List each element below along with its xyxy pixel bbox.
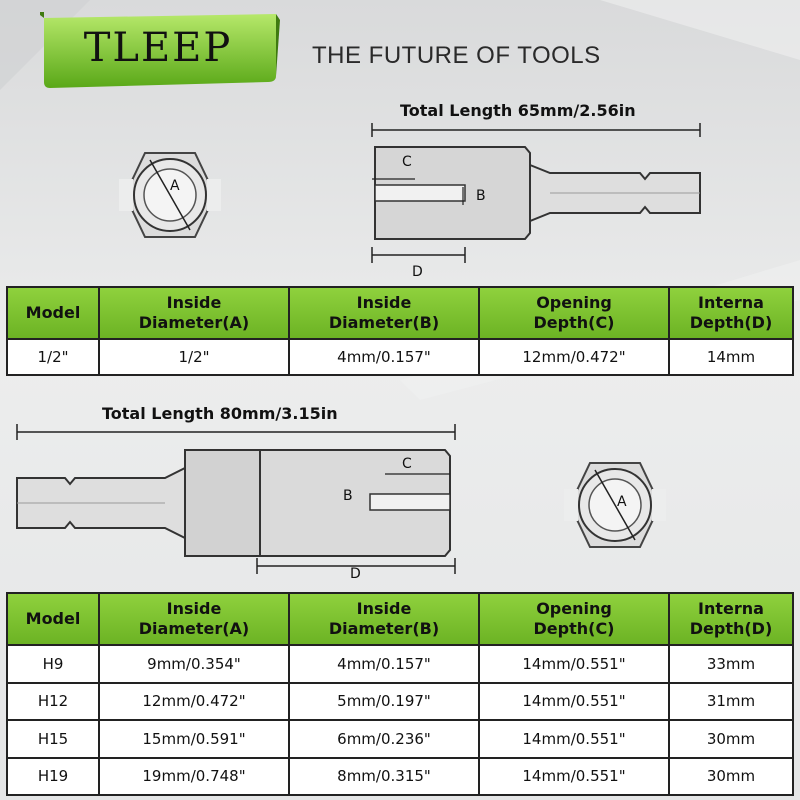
cell: 9mm/0.354" (98, 644, 290, 684)
cell: 1/2" (98, 338, 290, 376)
cell: H9 (6, 644, 100, 684)
cell: H12 (6, 681, 100, 721)
cell: 14mm/0.551" (478, 756, 670, 796)
table-row: H12 12mm/0.472" 5mm/0.197" 14mm/0.551" 3… (6, 681, 794, 721)
table-row: H15 15mm/0.591" 6mm/0.236" 14mm/0.551" 3… (6, 719, 794, 759)
label-a: A (170, 178, 180, 194)
bit-side-view-1 (371, 123, 701, 263)
cell: H19 (6, 756, 100, 796)
label-c: C (402, 154, 412, 170)
cell: 1/2" (6, 338, 100, 376)
tagline: THE FUTURE OF TOOLS (312, 42, 601, 69)
end-view-icon (119, 152, 221, 238)
brand-name: TLEEP (83, 25, 233, 71)
total-length-2: Total Length 80mm/3.15in (102, 404, 338, 423)
cell: 15mm/0.591" (98, 719, 290, 759)
cell: 12mm/0.472" (478, 338, 670, 376)
cell: 19mm/0.748" (98, 756, 290, 796)
end-view-icon-2 (564, 462, 666, 548)
cell: 5mm/0.197" (288, 681, 480, 721)
total-length-1: Total Length 65mm/2.56in (400, 101, 636, 120)
label-d-2: D (350, 566, 361, 582)
table-row: H9 9mm/0.354" 4mm/0.157" 14mm/0.551" 33m… (6, 644, 794, 684)
cell: 33mm (668, 644, 794, 684)
brand-banner (40, 12, 280, 88)
cell: H15 (6, 719, 100, 759)
cell: 30mm (668, 756, 794, 796)
cell: 12mm/0.472" (98, 681, 290, 721)
label-a-2: A (617, 494, 627, 510)
col-model: Model (6, 592, 100, 646)
cell: 4mm/0.157" (288, 338, 480, 376)
cell: 4mm/0.157" (288, 644, 480, 684)
cell: 14mm/0.551" (478, 681, 670, 721)
table-row: H19 19mm/0.748" 8mm/0.315" 14mm/0.551" 3… (6, 756, 794, 796)
bit-side-view-2 (16, 424, 456, 574)
cell: 30mm (668, 719, 794, 759)
col-model: Model (6, 286, 100, 340)
label-b-2: B (343, 488, 353, 504)
cell: 14mm/0.551" (478, 644, 670, 684)
label-d: D (412, 264, 423, 280)
cell: 14mm (668, 338, 794, 376)
label-c-2: C (402, 456, 412, 472)
table-row: 1/2" 1/2" 4mm/0.157" 12mm/0.472" 14mm (6, 338, 794, 376)
cell: 8mm/0.315" (288, 756, 480, 796)
label-b: B (476, 188, 486, 204)
cell: 31mm (668, 681, 794, 721)
cell: 14mm/0.551" (478, 719, 670, 759)
cell: 6mm/0.236" (288, 719, 480, 759)
